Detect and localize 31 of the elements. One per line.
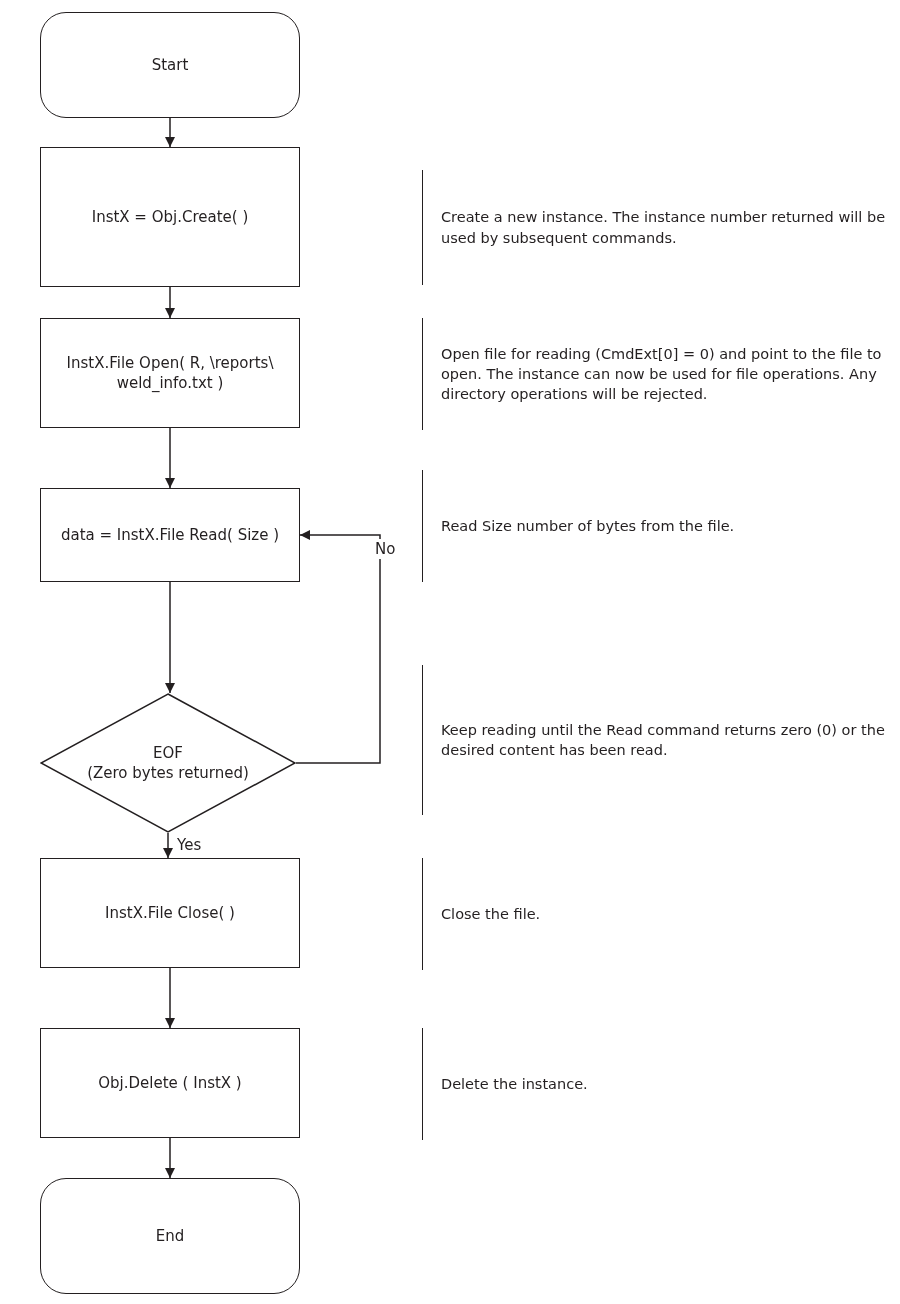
side-note: Keep reading until the Read command returns zero (0) or the desired content has been read. — [441, 720, 886, 760]
arrow — [165, 967, 175, 1029]
terminal-box — [40, 1178, 300, 1294]
arrow — [295, 530, 381, 764]
process-box — [40, 858, 300, 968]
decision-diamond — [40, 693, 296, 833]
step-text: InstX.File Close( ) — [105, 902, 235, 924]
process-box — [40, 488, 300, 582]
arrow — [165, 427, 175, 489]
arrow — [165, 286, 175, 319]
step-text: InstX = Obj.Create( ) — [91, 206, 249, 228]
terminal-box — [40, 12, 300, 118]
step-text: InstX.File Open( R, \reports\ weld_info.txt ) — [65, 352, 275, 394]
side-note: Read Size number of bytes from the file. — [441, 516, 735, 536]
arrow — [165, 117, 175, 148]
step-text: End — [155, 1225, 185, 1247]
step-text: data = InstX.File Read( Size ) — [60, 524, 280, 546]
arrow — [163, 832, 173, 859]
process-box — [40, 1028, 300, 1138]
decision-text: EOF — [153, 742, 183, 763]
step-text: Obj.Delete ( InstX ) — [98, 1072, 242, 1094]
side-note: Open file for reading (CmdExt[0] = 0) and point to the file to open. The instance can now be used for file operations. Any directory operations will be rejected. — [441, 344, 883, 405]
side-note: Create a new instance. The instance number returned will be used by subsequent commands. — [441, 208, 887, 248]
arrow — [165, 1137, 175, 1179]
process-box — [40, 147, 300, 287]
side-note: Delete the instance. — [441, 1074, 588, 1094]
step-text: Start — [151, 54, 189, 76]
decision-text: (Zero bytes returned) — [87, 763, 249, 784]
arrow — [165, 581, 175, 694]
process-box — [40, 318, 300, 428]
side-note: Close the file. — [441, 904, 541, 924]
